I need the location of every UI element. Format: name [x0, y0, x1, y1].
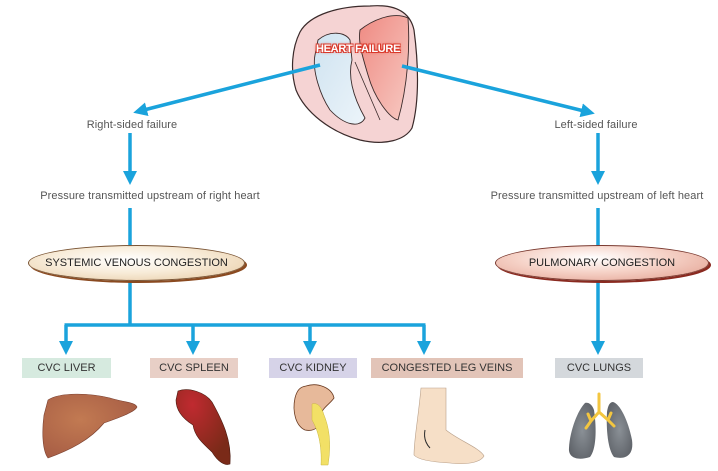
systemic-venous-congestion-node: SYSTEMIC VENOUS CONGESTION: [28, 245, 245, 281]
cvc-lungs-box: CVC LUNGS: [555, 358, 643, 378]
pressure-right-heart-label: Pressure transmitted upstream of right h…: [40, 190, 260, 202]
arrow-heart-to-left-failure: [401, 64, 595, 118]
liver-icon: [42, 393, 138, 459]
congested-leg-veins-label: CONGESTED LEG VEINS: [381, 362, 513, 374]
cvc-lungs-label: CVC LUNGS: [566, 362, 632, 374]
spleen-icon: [175, 389, 231, 465]
right-sided-failure-label: Right-sided failure: [86, 119, 178, 131]
pressure-left-heart-label: Pressure transmitted upstream of left he…: [490, 190, 704, 202]
systemic-venous-congestion-label: SYSTEMIC VENOUS CONGESTION: [45, 257, 228, 269]
arrows: [59, 63, 605, 355]
pulmonary-congestion-node: PULMONARY CONGESTION: [495, 245, 709, 281]
arrow-heart-to-right-failure: [133, 63, 321, 117]
cvc-kidney-box: CVC KIDNEY: [269, 358, 357, 378]
cvc-kidney-label: CVC KIDNEY: [279, 362, 347, 374]
cvc-spleen-box: CVC SPLEEN: [150, 358, 238, 378]
foot-icon: [413, 387, 485, 465]
cvc-spleen-label: CVC SPLEEN: [159, 362, 229, 374]
heart-icon: [291, 5, 419, 143]
kidney-icon: [293, 384, 335, 466]
left-sided-failure-label: Left-sided failure: [554, 119, 638, 131]
cvc-liver-label: CVC LIVER: [37, 362, 96, 374]
heart-failure-title: HEART FAILURE: [316, 43, 401, 55]
congested-leg-veins-box: CONGESTED LEG VEINS: [371, 358, 523, 378]
cvc-liver-box: CVC LIVER: [22, 358, 111, 378]
lungs-icon: [568, 392, 633, 459]
pulmonary-congestion-label: PULMONARY CONGESTION: [528, 257, 676, 269]
